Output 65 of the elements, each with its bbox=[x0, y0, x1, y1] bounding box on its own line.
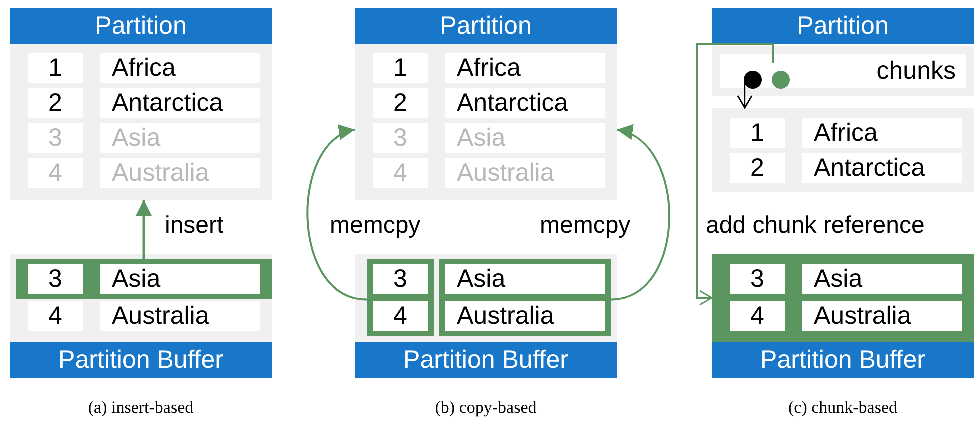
arrow bbox=[136, 200, 152, 259]
row-name: Australia bbox=[445, 301, 605, 331]
arrow bbox=[737, 81, 753, 109]
row-number: 4 bbox=[730, 301, 785, 331]
row-name: Australia bbox=[100, 301, 260, 331]
table-block bbox=[712, 8, 974, 192]
row-name: Africa bbox=[802, 118, 962, 148]
edge-label: memcpy bbox=[540, 212, 631, 240]
row-number: 1 bbox=[730, 118, 785, 148]
row-name: Australia bbox=[445, 158, 605, 188]
list-label: chunks bbox=[876, 56, 956, 86]
row-number: 2 bbox=[28, 88, 83, 118]
table-block bbox=[355, 254, 617, 378]
caption: (c) chunk-based bbox=[788, 398, 898, 418]
row-name: Asia bbox=[802, 264, 962, 294]
table-title: Partition bbox=[10, 8, 272, 44]
table-block bbox=[10, 8, 272, 200]
table-title: Partition Buffer bbox=[10, 342, 272, 378]
row-name: Antarctica bbox=[100, 88, 260, 118]
highlight-frame bbox=[439, 259, 611, 336]
highlight-frame bbox=[16, 259, 272, 299]
row-number: 3 bbox=[28, 123, 83, 153]
row-name: Asia bbox=[445, 264, 605, 294]
row-name: Australia bbox=[100, 158, 260, 188]
row-number: 2 bbox=[730, 153, 785, 183]
arrow bbox=[610, 127, 670, 301]
row-number: 4 bbox=[373, 158, 428, 188]
row-number: 1 bbox=[373, 53, 428, 83]
caption: (b) copy-based bbox=[435, 398, 537, 418]
edge-label: insert bbox=[165, 212, 224, 240]
row-name: Asia bbox=[100, 123, 260, 153]
table-block bbox=[712, 254, 974, 378]
row-name: Asia bbox=[445, 123, 605, 153]
arrow bbox=[306, 128, 368, 301]
note-text: add chunk reference bbox=[706, 212, 925, 240]
row-number: 2 bbox=[373, 88, 428, 118]
row-name: Australia bbox=[802, 301, 962, 331]
row-number: 3 bbox=[730, 264, 785, 294]
table-block bbox=[10, 254, 272, 378]
table-title: Partition Buffer bbox=[355, 342, 617, 378]
row-name: Africa bbox=[445, 53, 605, 83]
highlight-frame bbox=[367, 259, 434, 336]
table-title: Partition Buffer bbox=[712, 342, 974, 378]
highlight-frame bbox=[712, 254, 974, 342]
chunk-list-row bbox=[712, 46, 974, 96]
caption: (a) insert-based bbox=[88, 398, 194, 418]
row-number: 4 bbox=[373, 301, 428, 331]
arrow bbox=[696, 43, 774, 306]
chunk-block bbox=[712, 108, 974, 192]
row-name: Antarctica bbox=[802, 153, 962, 183]
table-title: Partition bbox=[355, 8, 617, 44]
row-number: 3 bbox=[373, 123, 428, 153]
row-number: 4 bbox=[28, 301, 83, 331]
row-name: Antarctica bbox=[445, 88, 605, 118]
row-number: 1 bbox=[28, 53, 83, 83]
row-number: 3 bbox=[28, 264, 83, 294]
row-name: Africa bbox=[100, 53, 260, 83]
table-title: Partition bbox=[712, 8, 974, 44]
row-number: 3 bbox=[373, 264, 428, 294]
edge-label: memcpy bbox=[330, 212, 421, 240]
pointer-dot bbox=[772, 71, 790, 89]
table-block bbox=[355, 8, 617, 200]
row-name: Asia bbox=[100, 264, 260, 294]
row-number: 4 bbox=[28, 158, 83, 188]
pointer-dot bbox=[744, 71, 762, 89]
